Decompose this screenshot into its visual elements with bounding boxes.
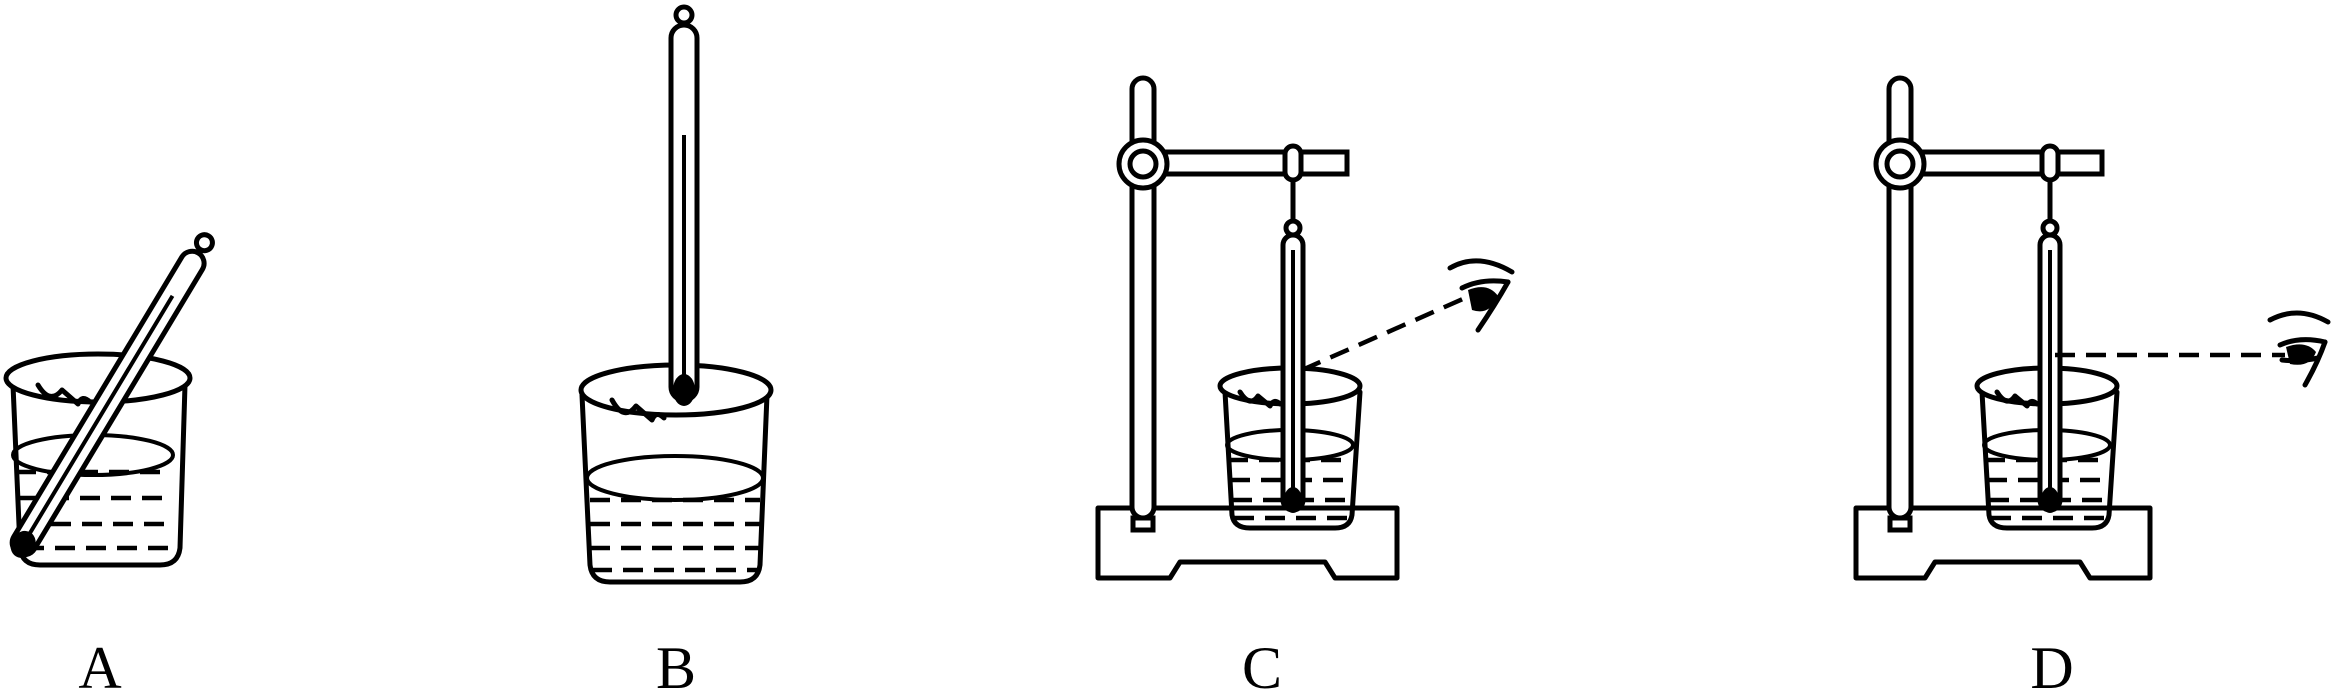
- clamp-icon: [1873, 137, 2061, 238]
- panel-label-b: B: [656, 635, 696, 692]
- thermometer-icon: [9, 232, 215, 558]
- panel-label-d: D: [2030, 635, 2073, 692]
- panel-b: B: [578, 4, 774, 692]
- panel-label-c: C: [1242, 635, 1282, 692]
- panel-c: C: [1095, 75, 1515, 692]
- thermometer-icon: [668, 4, 700, 406]
- panel-label-a: A: [78, 635, 121, 692]
- eye-icon: [1447, 258, 1515, 333]
- panel-a: A: [3, 232, 215, 692]
- thermometer-icon: [1280, 232, 1306, 513]
- thermometer-icon: [2037, 232, 2063, 513]
- panel-d: D: [1853, 75, 2331, 692]
- sight-line: [1301, 295, 1466, 373]
- eye-icon: [2267, 310, 2331, 388]
- clamp-icon: [1116, 137, 1304, 238]
